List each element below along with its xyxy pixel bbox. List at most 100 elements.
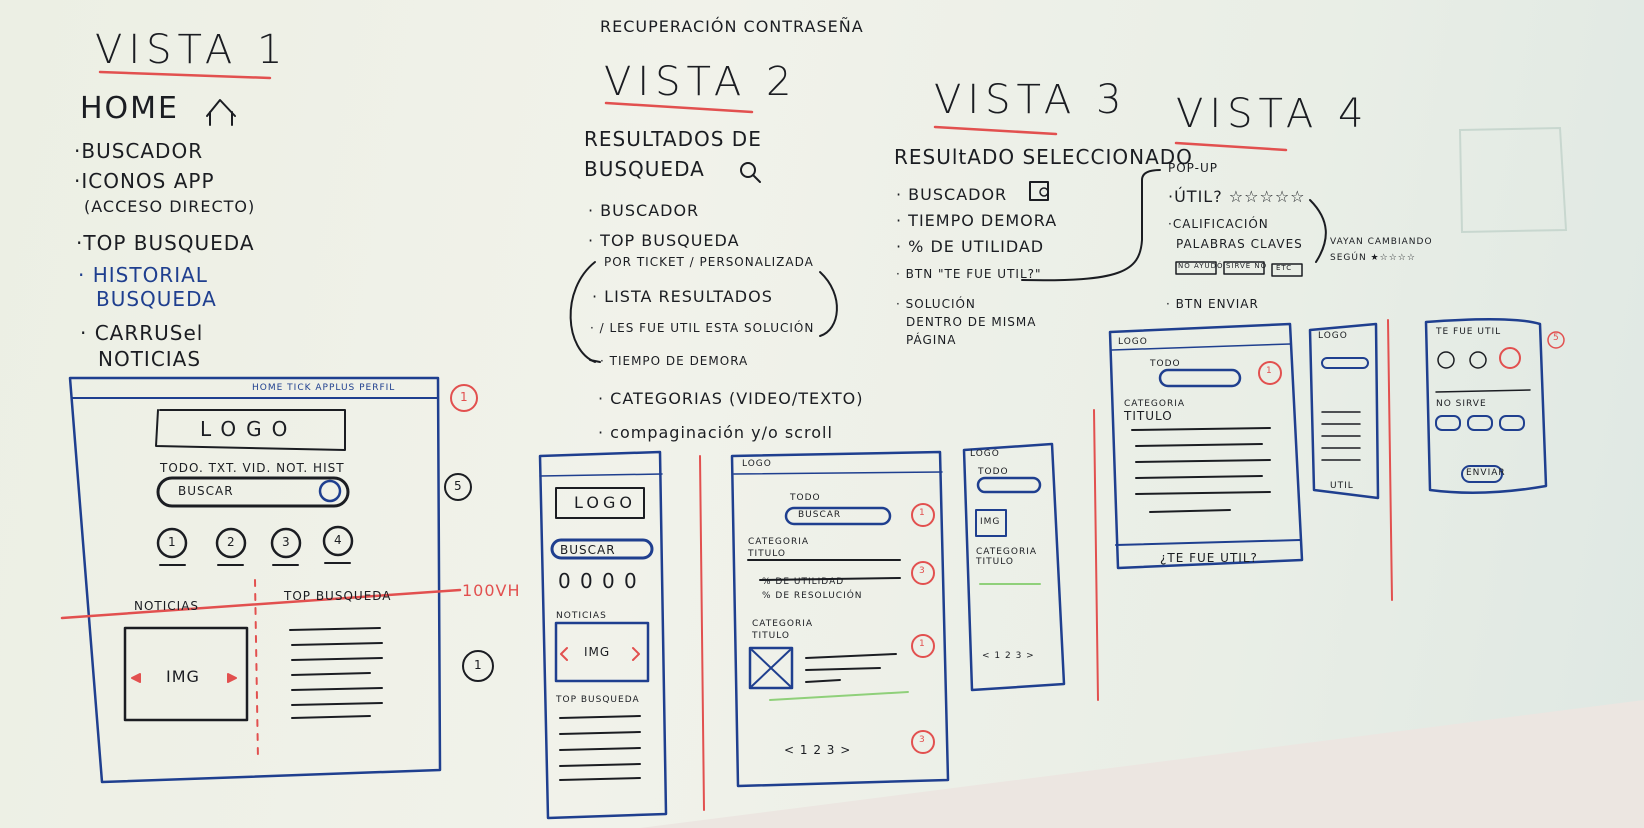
vista1-filters: TODO. TXT. VID. NOT. HIST (160, 461, 345, 475)
vista1-icon-label: 1 (168, 535, 177, 549)
vista4-note: VAYAN CAMBIANDO (1330, 237, 1433, 247)
vista2-mobile-icon: 0 (558, 569, 572, 593)
vista1-title: VISTA 1 (95, 27, 289, 73)
vista1-item: NOTICIAS (98, 347, 202, 371)
vista3-item: · TIEMPO DEMORA (896, 211, 1058, 230)
vista1-100vh: 100VH (462, 581, 521, 600)
vista1-icon-label: 4 (334, 533, 343, 547)
vista2-phone-todo: TODO (978, 467, 1009, 477)
vista3-desktop-todo: TODO (1150, 359, 1181, 369)
vista4-chip: SIRVE NO (1226, 262, 1268, 270)
vista4-note: SEGÚN ★☆☆☆☆ (1330, 253, 1416, 263)
vista4-item: · BTN ENVIAR (1166, 297, 1259, 311)
vista2-phone-titulo: TITULO (976, 557, 1015, 567)
vista3-desktop-logo: LOGO (1118, 337, 1148, 347)
vista3-item: · SOLUCIÓN (896, 297, 976, 311)
vista3-item: · BTN "TE FUE UTIL?" (896, 267, 1042, 281)
vista1-icon-label: 3 (282, 535, 291, 549)
vista4-popup-q: NO SIRVE (1436, 399, 1487, 409)
vista2-desktop-resol: % DE RESOLUCIÓN (762, 591, 863, 601)
vista4-popup-mark: 5 (1553, 333, 1560, 343)
vista1-item: · HISTORIAL (78, 263, 208, 287)
vista2-desktop-titulo: TITULO (752, 631, 791, 641)
vista2-phone-cat: CATEGORIA (976, 547, 1038, 557)
vista1-item: ·ICONOS APP (74, 169, 215, 193)
vista1-img: IMG (166, 667, 200, 686)
vista2-desktop-util: % DE UTILIDAD (762, 577, 845, 587)
vista2-mobile-icon: 0 (602, 569, 616, 593)
vista1-item: BUSQUEDA (96, 287, 217, 311)
vista3-desktop-mark: 1 (1266, 366, 1273, 376)
vista1-nav: HOME TICK APPLUS PERFIL (252, 383, 396, 393)
vista2-phone-img: IMG (980, 517, 1001, 527)
vista3-subtitle: RESUltADO SELECCIONADO (894, 145, 1193, 169)
vista2-item: · / LES FUE UTIL ESTA SOLUCIÓN (590, 321, 815, 335)
vista1-search: BUSCAR (178, 484, 234, 498)
vista4-item: PALABRAS CLAVES (1176, 237, 1303, 251)
vista2-mobile-top: TOP BUSQUEDA (556, 695, 640, 705)
top-note: RECUPERACIÓN CONTRASEÑA (600, 17, 864, 36)
vista4-item: ·CALIFICACIÓN (1168, 217, 1269, 231)
vista1-logo: LOGO (200, 417, 298, 441)
vista2-subtitle: BUSQUEDA (584, 157, 705, 181)
vista2-item: POR TICKET / PERSONALIZADA (604, 255, 814, 269)
vista2-phone-pages: < 1 2 3 > (982, 651, 1035, 661)
vista2-desktop-pages: < 1 2 3 > (784, 743, 852, 757)
vista2-mobile-icon: 0 (580, 569, 594, 593)
vista3-phone-footer: UTIL (1330, 481, 1354, 491)
vista1-item: ·BUSCADOR (74, 139, 204, 163)
vista2-item: · TOP BUSQUEDA (588, 231, 740, 250)
vista2-desktop-cat: CATEGORIA (748, 537, 810, 547)
vista1-mark: 1 (474, 658, 483, 672)
vista2-item: · LISTA RESULTADOS (592, 287, 773, 306)
vista2-mobile-logo: LOGO (574, 493, 636, 512)
vista4-item: POP-UP (1168, 161, 1219, 175)
vista3-desktop-titulo: TITULO (1124, 409, 1173, 423)
vista2-desktop-cat: CATEGORIA (752, 619, 814, 629)
vista3-item: PÁGINA (906, 333, 957, 347)
vista2-desktop-mark: 1 (919, 508, 926, 518)
vista3-title: VISTA 3 (934, 77, 1128, 123)
vista2-desktop-titulo: TITULO (748, 549, 787, 559)
vista2-desktop-search: BUSCAR (798, 510, 842, 520)
vista2-title: VISTA 2 (604, 59, 798, 105)
vista2-subtitle: RESULTADOS DE (584, 127, 762, 151)
vista2-mobile-icon: 0 (624, 569, 638, 593)
vista2-mobile-search: BUSCAR (560, 543, 616, 557)
vista1-mark: 5 (454, 479, 463, 493)
vista4-title: VISTA 4 (1176, 91, 1370, 137)
vista2-item: · TIEMPO DE DEMORA (600, 354, 749, 368)
vista1-top-label: TOP BUSQUEDA (284, 589, 392, 603)
vista2-mobile-img: IMG (584, 645, 611, 659)
vista3-item: · BUSCADOR (896, 185, 1008, 204)
vista2-desktop-todo: TODO (790, 493, 821, 503)
vista4-item: ·ÚTIL? ☆☆☆☆☆ (1168, 187, 1306, 206)
vista1-subtitle: HOME (80, 91, 180, 126)
vista3-item: DENTRO DE MISMA (906, 315, 1037, 329)
vista2-desktop-mark: 3 (919, 735, 926, 745)
vista4-chip: NO AYUDÓ (1178, 262, 1224, 270)
vista4-popup-title: TE FUE UTIL (1436, 327, 1502, 337)
vista2-item: · BUSCADOR (588, 201, 700, 220)
vista3-desktop-footer: ¿TE FUE UTIL? (1160, 551, 1258, 565)
vista2-phone-logo: LOGO (970, 449, 1000, 459)
vista2-desktop-mark: 1 (919, 639, 926, 649)
vista1-item: ·TOP BUSQUEDA (76, 231, 255, 255)
vista2-item: · compaginación y/o scroll (598, 423, 833, 442)
vista4-chip: ETC (1276, 264, 1293, 272)
vista1-item: · CARRUSel (80, 321, 204, 345)
vista1-news-label: NOTICIAS (134, 599, 200, 613)
vista1-item: (ACCESO DIRECTO) (84, 197, 256, 216)
vista1-icon-label: 2 (227, 535, 236, 549)
vista1-mark: 1 (460, 390, 469, 404)
vista2-desktop-mark: 3 (919, 566, 926, 576)
vista3-desktop-cat: CATEGORIA (1124, 399, 1186, 409)
vista4-popup-send: ENVIAR (1466, 468, 1506, 478)
vista2-mobile-news: NOTICIAS (556, 611, 607, 621)
vista2-desktop-logo: LOGO (742, 459, 772, 469)
vista2-item: · CATEGORIAS (VIDEO/TEXTO) (598, 389, 864, 408)
vista3-item: · % DE UTILIDAD (896, 237, 1045, 256)
vista3-phone-logo: LOGO (1318, 331, 1348, 341)
